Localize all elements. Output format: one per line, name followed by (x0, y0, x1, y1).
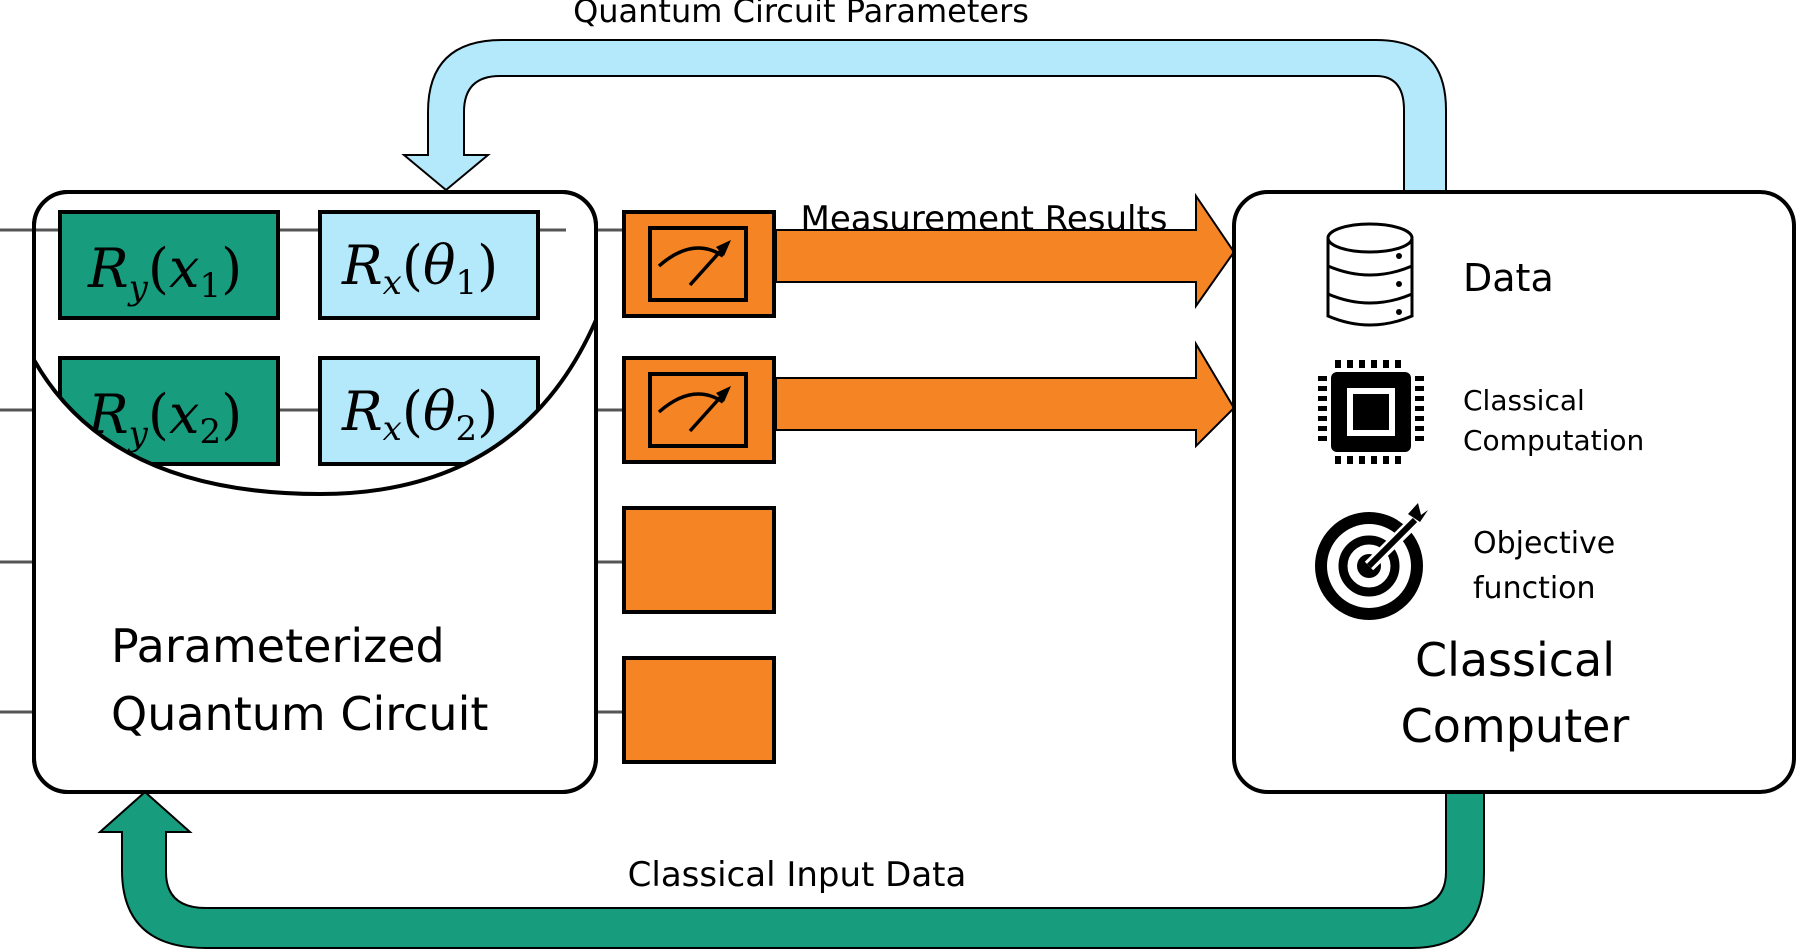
classical-computation-label-line2: Computation (1463, 424, 1644, 457)
measurement-block (622, 506, 776, 614)
objective-function-label-line1: Objective (1473, 526, 1615, 561)
classical-computer-box (1232, 190, 1796, 794)
zoom-lens-outline (32, 319, 598, 497)
measurement-arrow-label: Measurement Results (801, 199, 1168, 239)
svg-text:Rx(θ1): Rx(θ1) (341, 234, 498, 303)
parameters-arrow (401, 39, 1447, 193)
target-icon (1315, 503, 1428, 620)
quantum-circuit-title-line1: Parameterized (111, 619, 445, 673)
classical-computer-title-line2: Computer (1401, 699, 1630, 753)
measurement-arrow (775, 340, 1236, 449)
data-label: Data (1463, 256, 1554, 300)
measurement-arrow (775, 192, 1236, 310)
objective-function-label-line2: function (1473, 571, 1596, 606)
measurement-block (622, 210, 776, 318)
database-icon (1326, 222, 1414, 327)
input-data-arrow (97, 790, 1485, 949)
measurement-block (622, 656, 776, 764)
parameters-arrow-label: Quantum Circuit Parameters (573, 0, 1029, 30)
cpu-chip-icon (1318, 360, 1424, 464)
quantum-circuit-title-line2: Quantum Circuit (111, 687, 488, 741)
gate-rx-theta1: Rx(θ1) (318, 210, 540, 320)
classical-computation-label-line1: Classical (1463, 384, 1585, 417)
input-data-arrow-label: Classical Input Data (628, 855, 967, 895)
gate-ry-x1: Ry(x1) (58, 210, 280, 320)
classical-computer-title-line1: Classical (1415, 633, 1615, 687)
measurement-block (622, 356, 776, 464)
svg-text:Rx(θ2): Rx(θ2) (341, 380, 498, 449)
svg-text:Ry(x1): Ry(x1) (87, 237, 242, 308)
